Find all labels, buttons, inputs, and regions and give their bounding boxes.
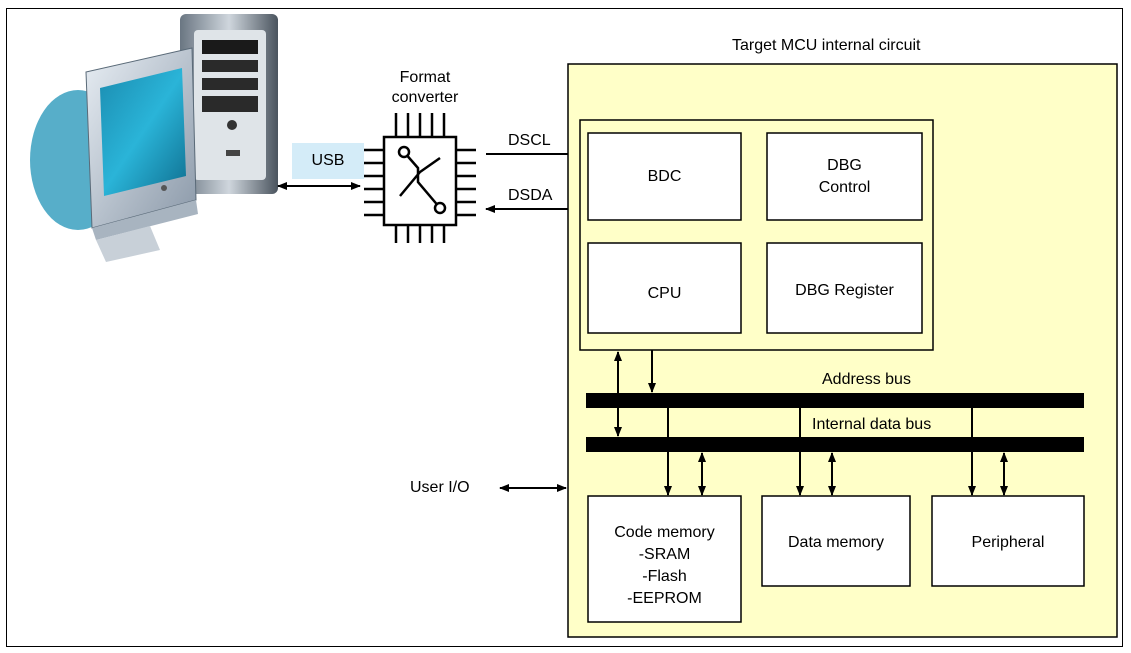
dscl-label: DSCL — [508, 132, 551, 149]
target-title: Target MCU internal circuit — [732, 37, 921, 54]
chip-icon — [364, 113, 476, 243]
code-memory-label: Code memory -SRAM -Flash -EEPROM — [588, 522, 741, 610]
code-memory-line1: Code memory — [614, 524, 715, 541]
address-bus — [586, 393, 1084, 408]
dbg-control-line2: Control — [818, 179, 871, 196]
dsda-label: DSDA — [508, 187, 553, 204]
bdc-label: BDC — [647, 168, 682, 185]
dbg-control-label: DBG Control — [767, 155, 922, 199]
peripheral-box — [931, 495, 1085, 587]
format-converter-line1: Format — [399, 69, 451, 86]
dbg-register-label: DBG Register — [795, 282, 894, 299]
user-io-label: User I/O — [410, 479, 470, 496]
address-bus-label: Address bus — [822, 371, 911, 388]
computer-icon — [30, 14, 278, 262]
usb-label: USB — [292, 143, 364, 179]
code-memory-line3: -Flash — [642, 568, 687, 585]
data-memory-box — [761, 495, 911, 587]
dbg-control-box — [766, 132, 923, 221]
internal-data-bus — [586, 437, 1084, 452]
diagram-frame — [6, 8, 1123, 647]
peripheral-label: Peripheral — [971, 534, 1045, 551]
code-memory-line4: -EEPROM — [627, 590, 702, 607]
cpu-label: CPU — [647, 285, 682, 302]
data-memory-label: Data memory — [787, 534, 885, 551]
dbg-register-box — [766, 242, 923, 334]
code-memory-line2: -SRAM — [638, 546, 691, 563]
cpu-box — [587, 242, 742, 334]
dbg-control-line1: DBG — [827, 157, 862, 174]
code-memory-box — [587, 495, 742, 623]
format-converter-line2: converter — [391, 89, 459, 106]
bdc-box — [587, 132, 742, 221]
format-converter-label: Format converter — [380, 68, 470, 108]
data-bus-label: Internal data bus — [812, 416, 932, 433]
